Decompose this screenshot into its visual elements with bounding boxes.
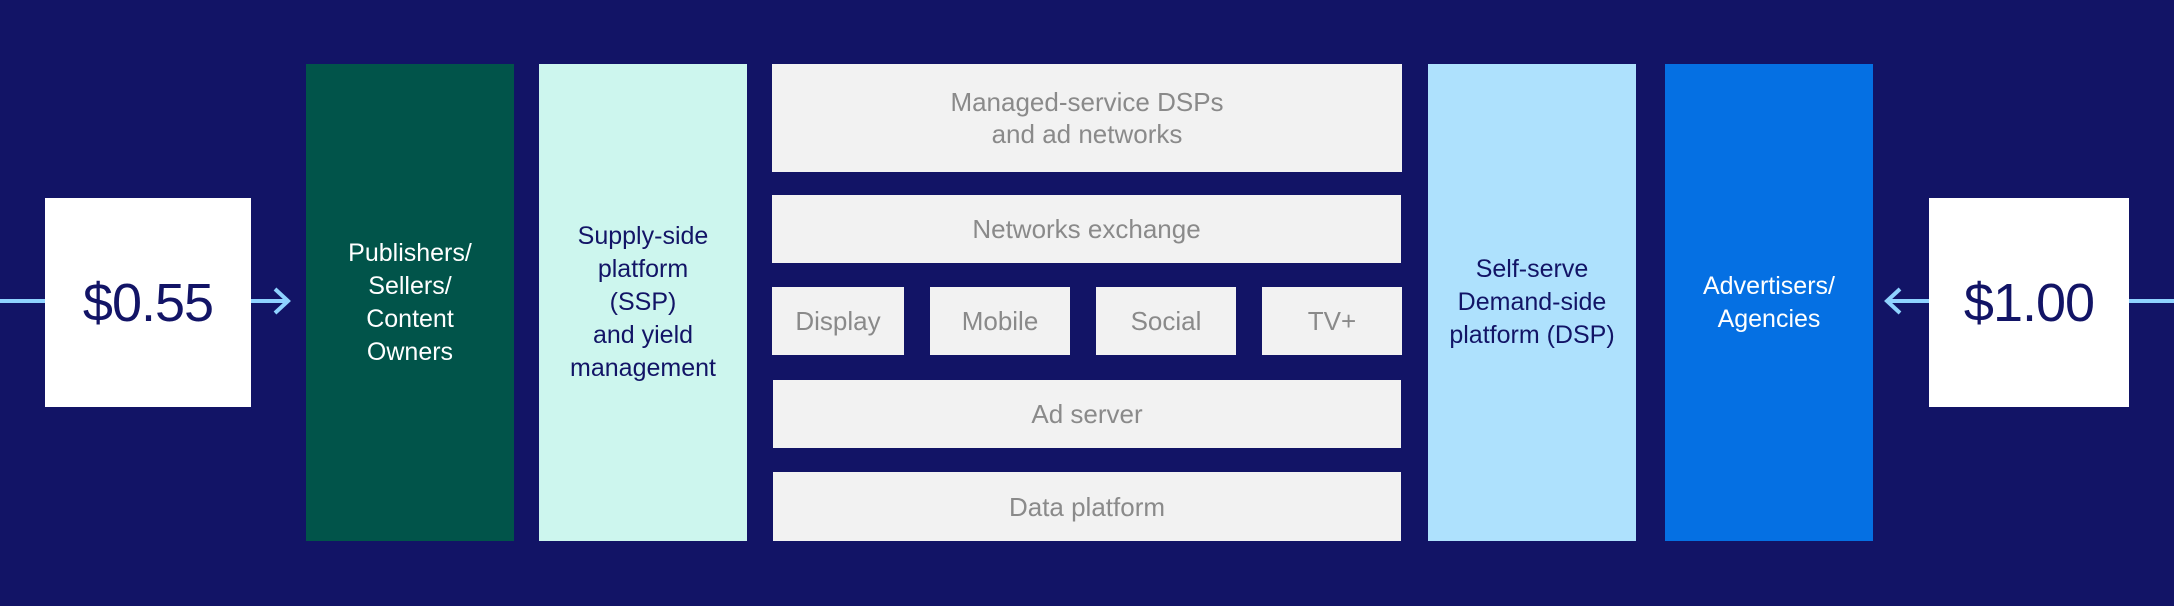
networks-exchange-box: Networks exchange — [772, 195, 1401, 263]
data-platform-box: Data platform — [773, 472, 1401, 541]
right-price-box: $1.00 — [1929, 198, 2129, 407]
ssp-column: Supply-side platform (SSP) and yield man… — [539, 64, 747, 541]
dsp-column: Self-serve Demand-side platform (DSP) — [1428, 64, 1636, 541]
ad-server-label: Ad server — [1031, 399, 1143, 429]
channel-display-box: Display — [772, 287, 904, 355]
managed-dsp-label: Managed-service DSPs and ad networks — [950, 87, 1224, 149]
channel-social-label: Social — [1130, 306, 1202, 336]
right-price-label: $1.00 — [1963, 272, 2095, 333]
channel-display-label: Display — [795, 306, 881, 336]
managed-dsp-box: Managed-service DSPs and ad networks — [772, 64, 1402, 172]
channel-tv-label: TV+ — [1307, 306, 1357, 336]
advertisers-label: Advertisers/ Agencies — [1703, 271, 1835, 333]
data-platform-label: Data platform — [1008, 491, 1166, 522]
channel-mobile-box: Mobile — [930, 287, 1070, 355]
ad-server-box: Ad server — [773, 380, 1401, 448]
channel-tv-box: TV+ — [1262, 287, 1402, 355]
channel-social-box: Social — [1096, 287, 1236, 355]
left-price-label: $0.55 — [82, 272, 214, 333]
publishers-column: Publishers/ Sellers/ Content Owners — [306, 64, 514, 541]
channel-mobile-label: Mobile — [961, 306, 1039, 336]
left-price-box: $0.55 — [45, 198, 251, 407]
publishers-label: Publishers/ Sellers/ Content Owners — [348, 238, 472, 366]
left-flow-arrow — [0, 287, 291, 315]
ssp-label: Supply-side platform (SSP) and yield man… — [570, 222, 716, 382]
advertisers-column: Advertisers/ Agencies — [1665, 64, 1873, 541]
dsp-label: Self-serve Demand-side platform (DSP) — [1449, 255, 1615, 349]
networks-exchange-label: Networks exchange — [972, 214, 1201, 244]
right-flow-arrow — [1884, 287, 2174, 315]
